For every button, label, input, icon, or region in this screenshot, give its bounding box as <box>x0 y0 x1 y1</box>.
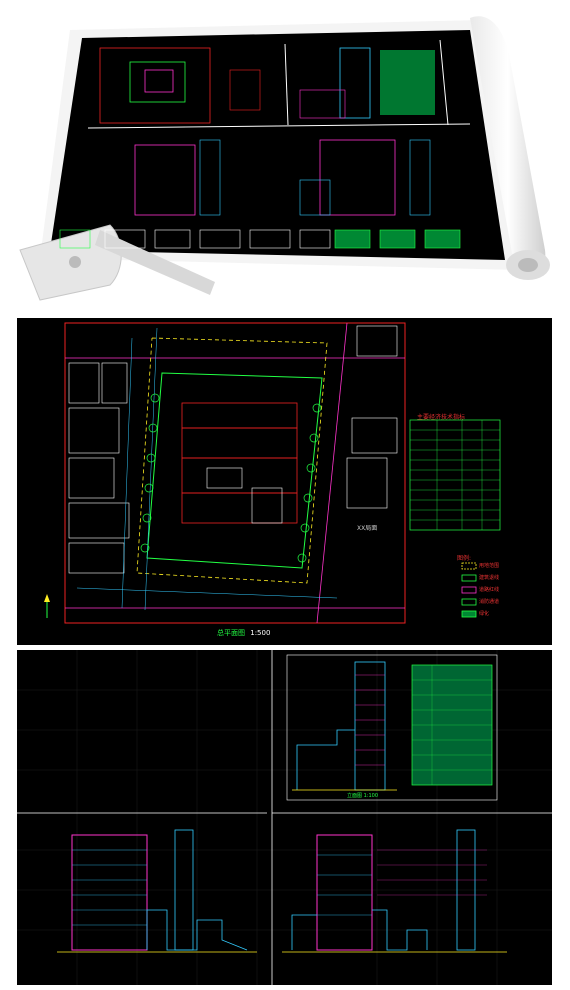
site-plan-drawing <box>44 322 501 624</box>
site-plan-scale: 1:500 <box>250 629 271 637</box>
elevation-label: 立面图 1:100 <box>347 793 378 799</box>
legend-list: 用地范围 建筑退线 道路红线 消防通道 绿化 <box>479 562 499 622</box>
legend-title: 图例: <box>457 555 472 562</box>
site-plan-title-text: 总平面图 <box>217 629 245 637</box>
elevation-drawing <box>17 650 552 985</box>
legend-item: 用地范围 <box>479 563 500 569</box>
legend-item: 建筑退线 <box>479 575 500 581</box>
site-plan-title: 总平面图 1:500 <box>217 628 270 638</box>
elevation-panel: 立面图 1:100 <box>17 650 552 985</box>
scroll-illustration <box>19 16 550 301</box>
legend-item: 消防通道 <box>479 599 500 605</box>
scroll-mockup <box>0 0 570 310</box>
drawing-sheet <box>50 30 505 260</box>
table-title: 主要经济技术指标 <box>417 414 466 421</box>
legend-item: 绿化 <box>479 611 490 617</box>
site-plan-panel: 总平面图 1:500 XX局面 主要经济技术指标 图例: 用地范围 建筑退线 道… <box>17 318 552 645</box>
legend-item: 道路红线 <box>479 587 500 593</box>
neighbor-label: XX局面 <box>357 525 378 532</box>
